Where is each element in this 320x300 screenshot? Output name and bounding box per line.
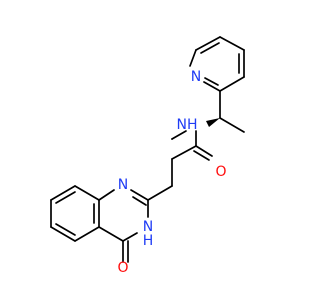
quinazoline-n1-label: N [118, 177, 128, 193]
wedge-bond [206, 118, 220, 127]
bond [219, 117, 245, 133]
bond [219, 76, 245, 92]
bond [171, 130, 187, 140]
quinazoline-n3-hydrogen-label: H [143, 233, 154, 249]
bond [50, 226, 76, 242]
bond [74, 185, 100, 201]
amide-oxygen-label: O [215, 164, 226, 180]
bond [195, 36, 221, 51]
bond [98, 189, 115, 201]
atom-label-layer: N NH O N N H O [117, 69, 226, 276]
bond [132, 196, 147, 206]
bond [203, 81, 221, 92]
bond [219, 36, 245, 51]
bond [193, 150, 210, 161]
bond [55, 191, 76, 204]
bond-layer [50, 36, 245, 263]
molecule-structure: N NH O N N H O [50, 36, 245, 276]
bond [189, 49, 197, 67]
bond [98, 226, 124, 242]
bond [204, 77, 219, 86]
bond [200, 42, 220, 54]
bond [74, 226, 100, 242]
bond [195, 145, 213, 157]
bond [130, 189, 149, 201]
carbonyl-oxygen-label: O [117, 260, 128, 276]
bond [147, 185, 173, 201]
quinazoline-n3-nitrogen-label: N [143, 219, 153, 235]
bond [171, 145, 197, 160]
amide-nh-label: NH [177, 117, 198, 133]
bond [55, 223, 76, 236]
pyridine-nitrogen-label: N [191, 69, 201, 85]
bond [50, 185, 76, 201]
bond [122, 232, 138, 242]
